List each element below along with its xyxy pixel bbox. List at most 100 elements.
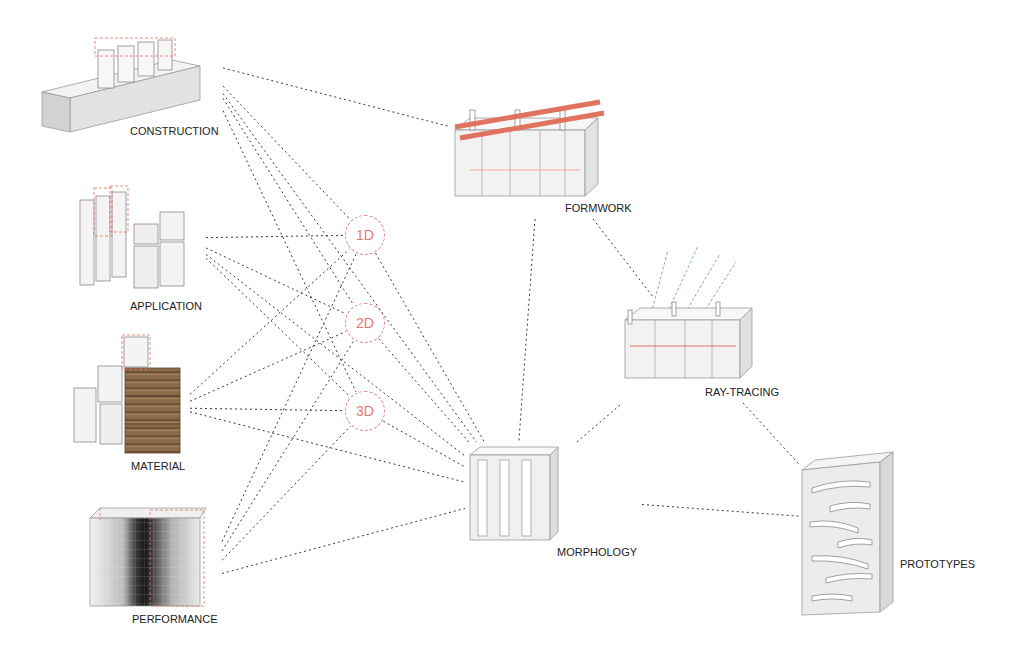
formwork-figure xyxy=(455,130,585,196)
formwork-figure xyxy=(455,102,604,196)
material-figure xyxy=(125,368,180,453)
figure-node: MORPHOLOGY xyxy=(465,442,642,563)
morphology-figure xyxy=(550,447,558,540)
dotted-connector xyxy=(577,403,623,442)
dotted-connector xyxy=(206,258,350,396)
construction-figure xyxy=(70,66,200,132)
formwork-figure xyxy=(565,130,566,196)
dotted-connector xyxy=(519,219,535,442)
dotted-connector xyxy=(223,111,356,392)
dimension-label: 2D xyxy=(356,315,374,332)
application-figure xyxy=(134,224,158,244)
figure-node: MATERIAL xyxy=(72,333,190,477)
formwork-figure xyxy=(585,118,598,196)
prototype-figure xyxy=(812,556,868,569)
formwork-figure xyxy=(470,110,475,130)
figure-node: FORMWORK xyxy=(450,98,636,219)
dotted-connector xyxy=(190,249,349,394)
figure-node: PROTOTYPES xyxy=(800,445,979,617)
ray-tracing-figure xyxy=(685,320,686,378)
dotted-connector xyxy=(222,508,465,573)
ray-tracing-figure xyxy=(628,310,632,324)
dotted-connector xyxy=(223,94,476,442)
dimension-label: 1D xyxy=(356,227,374,244)
ray-tracing-figure xyxy=(655,320,656,378)
application-figure xyxy=(94,188,112,236)
application-figure xyxy=(134,246,158,288)
figure-label: APPLICATION xyxy=(130,300,202,313)
morphology-figure xyxy=(470,447,558,455)
formwork-figure xyxy=(510,130,511,196)
ray-tracing-figure xyxy=(712,320,713,378)
material-figure xyxy=(124,337,148,367)
performance-figure xyxy=(90,508,206,518)
dimension-circle: 1D xyxy=(345,215,385,255)
material-figure xyxy=(74,388,96,442)
dotted-connector xyxy=(222,341,354,551)
material-figure xyxy=(125,424,180,425)
ray-tracing-figure xyxy=(665,246,698,318)
performance-figure xyxy=(100,508,101,520)
dotted-connector xyxy=(190,332,346,402)
figure-label: FORMWORK xyxy=(565,202,632,215)
material-figure xyxy=(125,396,180,397)
ray-tracing-figure xyxy=(625,320,740,378)
morphology-figure xyxy=(470,447,558,540)
application-figure xyxy=(110,186,128,232)
dimension-circle: 3D xyxy=(345,391,385,431)
application-figure xyxy=(160,212,184,240)
application-figure xyxy=(96,196,110,281)
prototype-figure xyxy=(826,574,872,584)
material-figure xyxy=(100,404,122,444)
material-figure xyxy=(98,366,122,402)
ray-tracing-figure xyxy=(672,302,676,316)
application-figure xyxy=(80,186,184,288)
figure-node: CONSTRUCTION xyxy=(42,36,223,142)
formwork-figure xyxy=(540,130,541,196)
ray-tracing-figure xyxy=(630,346,736,347)
material-figure xyxy=(74,335,180,453)
prototype-figure xyxy=(812,594,852,601)
formwork-figure xyxy=(460,113,604,138)
prototype-figure xyxy=(802,452,893,615)
dotted-connector xyxy=(223,86,351,220)
formwork-figure xyxy=(455,102,600,127)
application-figure xyxy=(80,200,94,285)
dotted-connector xyxy=(223,68,450,127)
performance-figure xyxy=(150,510,204,606)
dotted-connector xyxy=(223,98,354,305)
dotted-connector xyxy=(190,412,465,482)
formwork-figure xyxy=(470,170,580,171)
dimension-circle: 2D xyxy=(345,303,385,343)
figure-label: RAY-TRACING xyxy=(705,386,779,399)
morphology-figure xyxy=(522,460,531,536)
figure-label: PERFORMANCE xyxy=(132,613,218,626)
dimension-label: 3D xyxy=(356,403,374,420)
morphology-figure xyxy=(470,455,550,540)
dotted-connector xyxy=(642,504,800,516)
dotted-connector xyxy=(593,219,654,298)
figure-label: PROTOTYPES xyxy=(900,558,975,571)
performance-figure xyxy=(90,508,206,606)
figure-label: MATERIAL xyxy=(131,460,185,473)
prototype-figure xyxy=(830,502,870,512)
application-figure xyxy=(112,192,126,277)
construction-figure xyxy=(138,42,154,76)
figure-label: MORPHOLOGY xyxy=(557,546,637,559)
prototype-figure xyxy=(838,538,872,548)
ray-tracing-figure xyxy=(625,308,752,320)
figure-label: CONSTRUCTION xyxy=(130,125,219,138)
ray-tracing-figure xyxy=(740,308,752,378)
figure-node: APPLICATION xyxy=(78,184,206,317)
prototype-figure xyxy=(812,481,870,493)
ray-tracing-figure xyxy=(716,302,720,316)
morphology-figure xyxy=(500,460,509,536)
construction-figure xyxy=(158,40,172,70)
dotted-connector xyxy=(222,254,356,542)
figure-node: RAY-TRACING xyxy=(620,298,783,403)
dotted-connector xyxy=(383,421,465,467)
formwork-figure xyxy=(482,130,483,196)
